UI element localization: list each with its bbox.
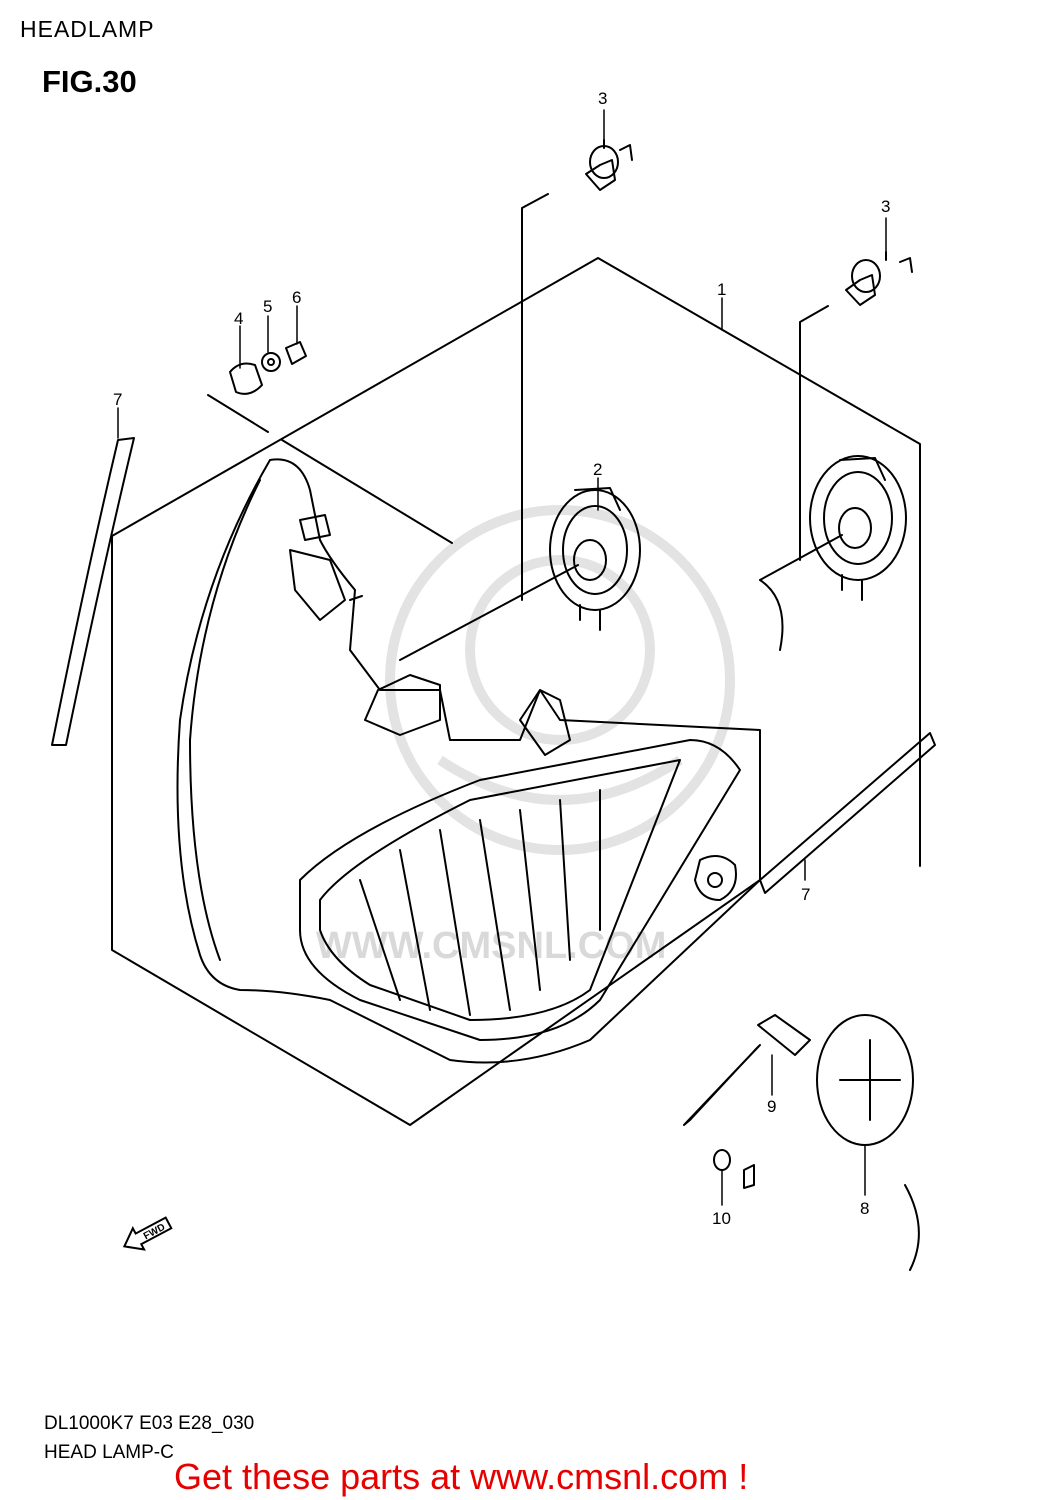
- grommet-4: [229, 362, 263, 395]
- washer-10: [713, 1149, 731, 1171]
- callout-3-right: 3: [881, 197, 890, 216]
- callout-5: 5: [263, 297, 272, 316]
- fwd-arrow-icon: FWD: [122, 1216, 173, 1251]
- fwd-label: FWD: [142, 1222, 167, 1242]
- socket-left: [399, 487, 641, 661]
- callout-2: 2: [593, 460, 602, 479]
- bulb-right: [845, 251, 913, 306]
- diagram-code: DL1000K7 E03 E28_030: [44, 1413, 255, 1434]
- headlamp-assembly: [176, 458, 761, 1064]
- nut-6: [285, 341, 307, 365]
- leader-lines: [117, 109, 887, 1206]
- cta-link[interactable]: Get these parts at www.cmsnl.com !: [174, 1456, 749, 1497]
- washer-5: [261, 352, 281, 372]
- bulb-top: [585, 139, 633, 191]
- section-name: HEAD LAMP-C: [44, 1442, 174, 1463]
- cover-8: [816, 1014, 914, 1146]
- page-header-title: HEADLAMP: [20, 16, 155, 42]
- callout-3-top: 3: [598, 89, 607, 108]
- collar-9: [757, 1014, 811, 1056]
- callout-6: 6: [292, 288, 301, 307]
- callout-7-left: 7: [113, 390, 122, 409]
- callout-7-right: 7: [801, 885, 810, 904]
- figure-label: FIG.30: [42, 64, 137, 99]
- callout-labels: 1 2 3 3 4 5 6 7 7 8 9 10: [113, 89, 890, 1228]
- callout-4: 4: [234, 309, 243, 328]
- assembly-outline: [111, 257, 921, 867]
- callout-1: 1: [717, 280, 726, 299]
- trim-strip-right: [759, 732, 936, 894]
- socket-right: [759, 455, 907, 651]
- callout-8: 8: [860, 1199, 869, 1218]
- callout-9: 9: [767, 1097, 776, 1116]
- trim-strip-left: [51, 437, 135, 746]
- callout-10: 10: [712, 1209, 731, 1228]
